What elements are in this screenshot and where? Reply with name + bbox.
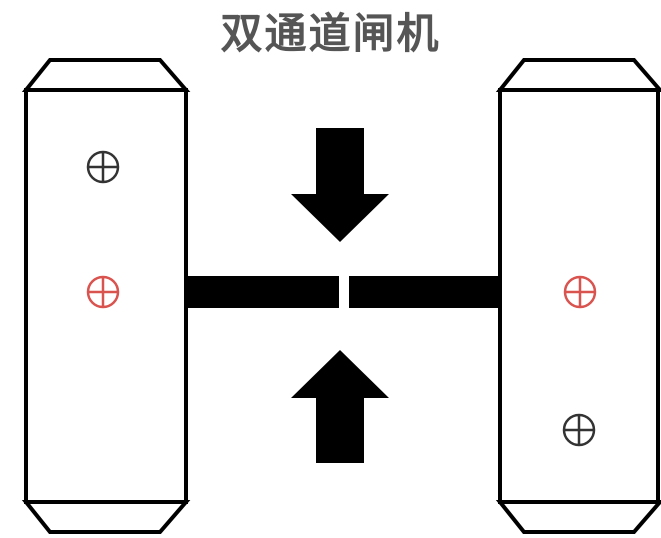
crosshair-circle-icon xyxy=(563,275,597,309)
left-barrier-arm xyxy=(186,276,339,308)
right-cabinet-top-cap xyxy=(495,58,661,92)
right-barrier-arm xyxy=(349,276,500,308)
right-cabinet-bottom-cap xyxy=(495,500,661,534)
left-cabinet-body xyxy=(24,88,188,504)
crosshair-circle-icon xyxy=(86,150,120,184)
arrow-down-icon xyxy=(291,128,389,242)
left-cabinet-top-cap xyxy=(21,58,191,92)
crosshair-circle-icon xyxy=(562,413,596,447)
diagram-title: 双通道闸机 xyxy=(220,9,441,58)
left-cabinet-bottom-cap xyxy=(21,500,191,534)
crosshair-circle-icon xyxy=(86,275,120,309)
arrow-up-icon xyxy=(291,350,389,463)
left-gate-cabinet xyxy=(21,58,191,534)
